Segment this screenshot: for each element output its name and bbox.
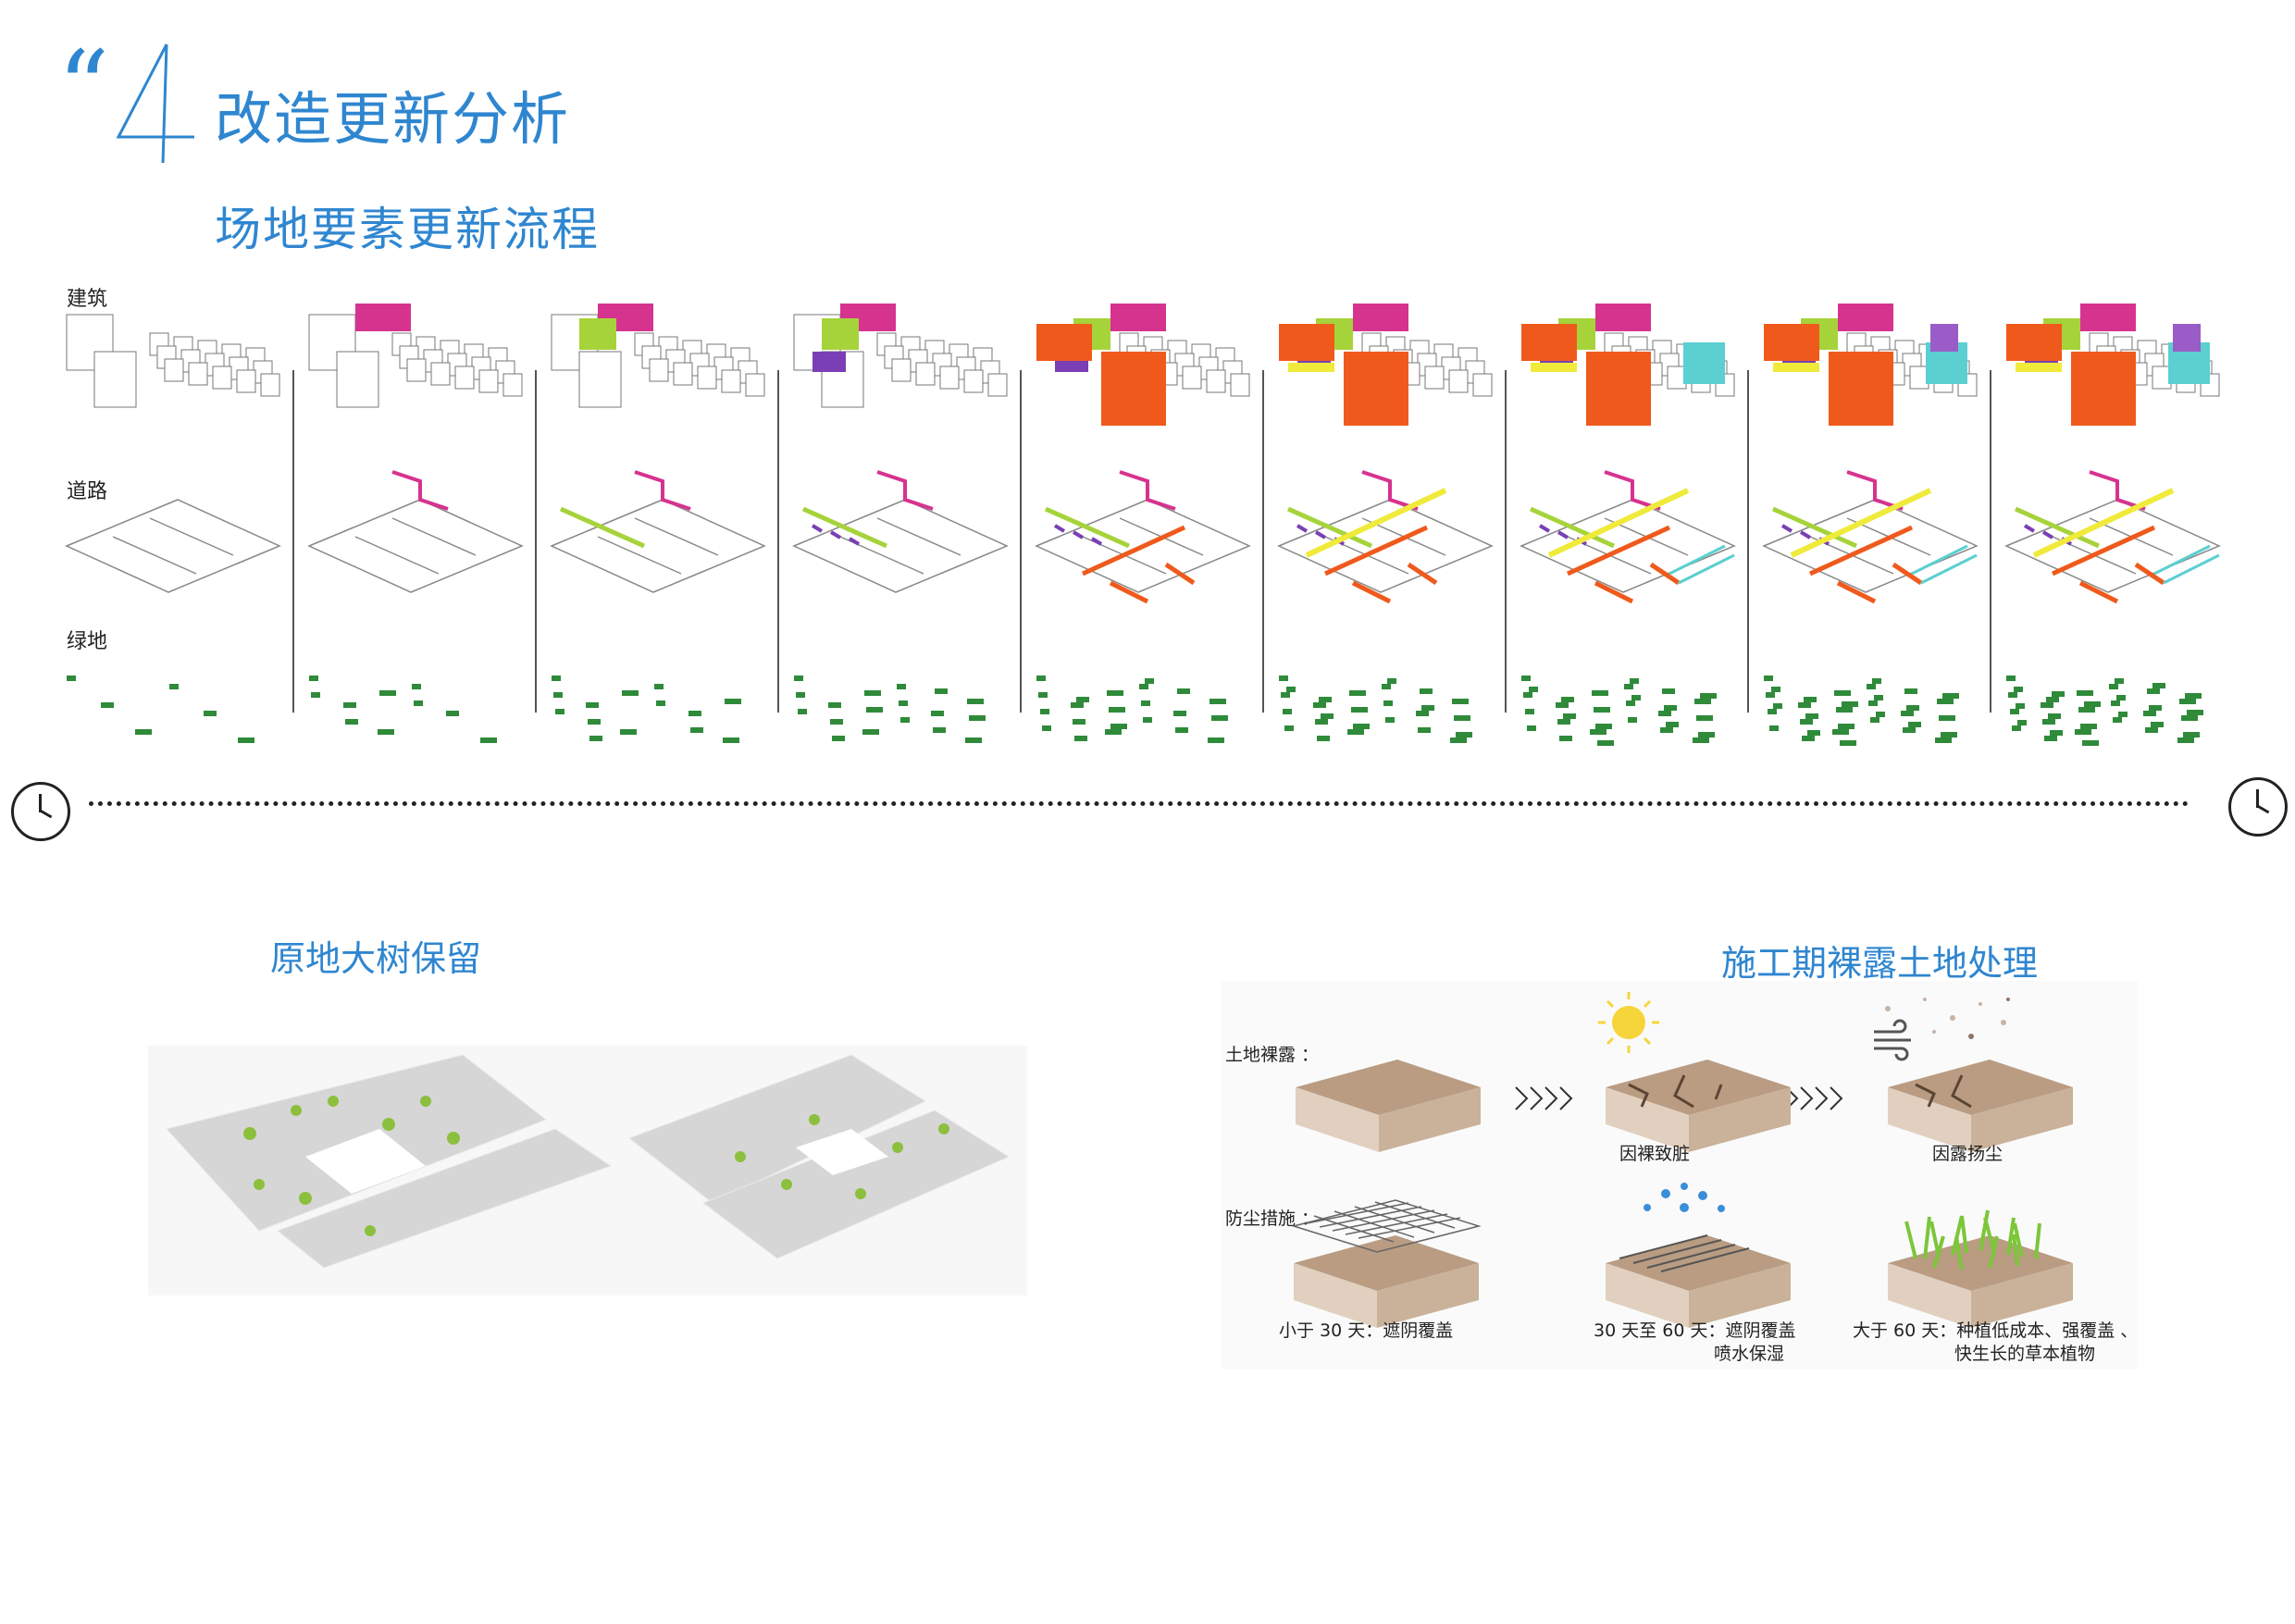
- row-label-buildings: 建筑: [67, 288, 108, 311]
- quote-mark: “: [57, 29, 110, 147]
- stage-divider: [1020, 370, 1022, 713]
- stage-panel-9: [2004, 304, 2221, 746]
- caption-gt60-line2: 快生长的草本植物: [1954, 1344, 2096, 1364]
- cracked-soil-block: [1606, 1060, 1791, 1152]
- stage-panel-8: [1762, 304, 1979, 746]
- tree-section-title: 原地大树保留: [270, 938, 482, 979]
- stage-divider: [1505, 370, 1507, 713]
- section-number: [116, 43, 194, 164]
- wind-icon: [1874, 1019, 1911, 1061]
- row-label-roads: 道路: [67, 480, 108, 503]
- stage-panel-7: [1520, 304, 1736, 746]
- stage-divider: [1990, 370, 1991, 713]
- shade-net: [1291, 1199, 1482, 1253]
- page-subtitle: 场地要素更新流程: [215, 203, 600, 256]
- dusty-soil-block: [1888, 1060, 2073, 1152]
- bare-soil-block: [1296, 1060, 1481, 1152]
- stage-divider: [777, 370, 779, 713]
- stage-panel-3: [550, 304, 766, 743]
- caption-lt30: 小于 30 天：遮阴覆盖: [1279, 1320, 1454, 1341]
- caption-dust: 因露扬尘: [1932, 1144, 2003, 1164]
- dust-particles: [1885, 998, 2010, 1039]
- stage-panel-5: [1035, 304, 1251, 743]
- caption-gt60: 大于 60 天：种植低成本、强覆盖 、: [1853, 1320, 2139, 1341]
- soil-section-title: 施工期裸露土地处理: [1721, 943, 2039, 984]
- timeline: [89, 801, 2190, 806]
- tree-retention-plan: [148, 1046, 1027, 1295]
- row-label-green: 绿地: [67, 630, 108, 653]
- arrow-icon: [1515, 1086, 1843, 1110]
- caption-dirty: 因裸致脏: [1619, 1144, 1691, 1164]
- dust-measure-label: 防尘措施 ：: [1225, 1209, 1320, 1229]
- stage-panel-4: [792, 304, 1009, 743]
- stage-divider: [535, 370, 537, 713]
- stage-divider: [1747, 370, 1749, 713]
- soil-diagrams: [1291, 992, 2073, 1328]
- wet-cover-block: [1606, 1235, 1791, 1328]
- stage-panel-2: [307, 304, 524, 743]
- water-drop-icon: [1644, 1183, 1725, 1212]
- page-title: 改造更新分析: [215, 85, 571, 153]
- caption-30-60: 30 天至 60 天：遮阴覆盖: [1594, 1320, 1796, 1341]
- stage-sequence: [0, 0, 2295, 796]
- stage-divider: [1262, 370, 1264, 713]
- clock-start-icon: [11, 782, 70, 841]
- stage-panel-1: [65, 314, 281, 743]
- soil-bare-label: 土地裸露 ：: [1225, 1045, 1320, 1065]
- caption-30-60-line2: 喷水保湿: [1714, 1344, 1785, 1364]
- sun-icon: [1598, 992, 1659, 1053]
- stage-divider: [292, 370, 294, 713]
- clock-end-icon: [2228, 777, 2288, 837]
- grass-plants: [1904, 1209, 2041, 1271]
- stage-panel-6: [1277, 304, 1494, 743]
